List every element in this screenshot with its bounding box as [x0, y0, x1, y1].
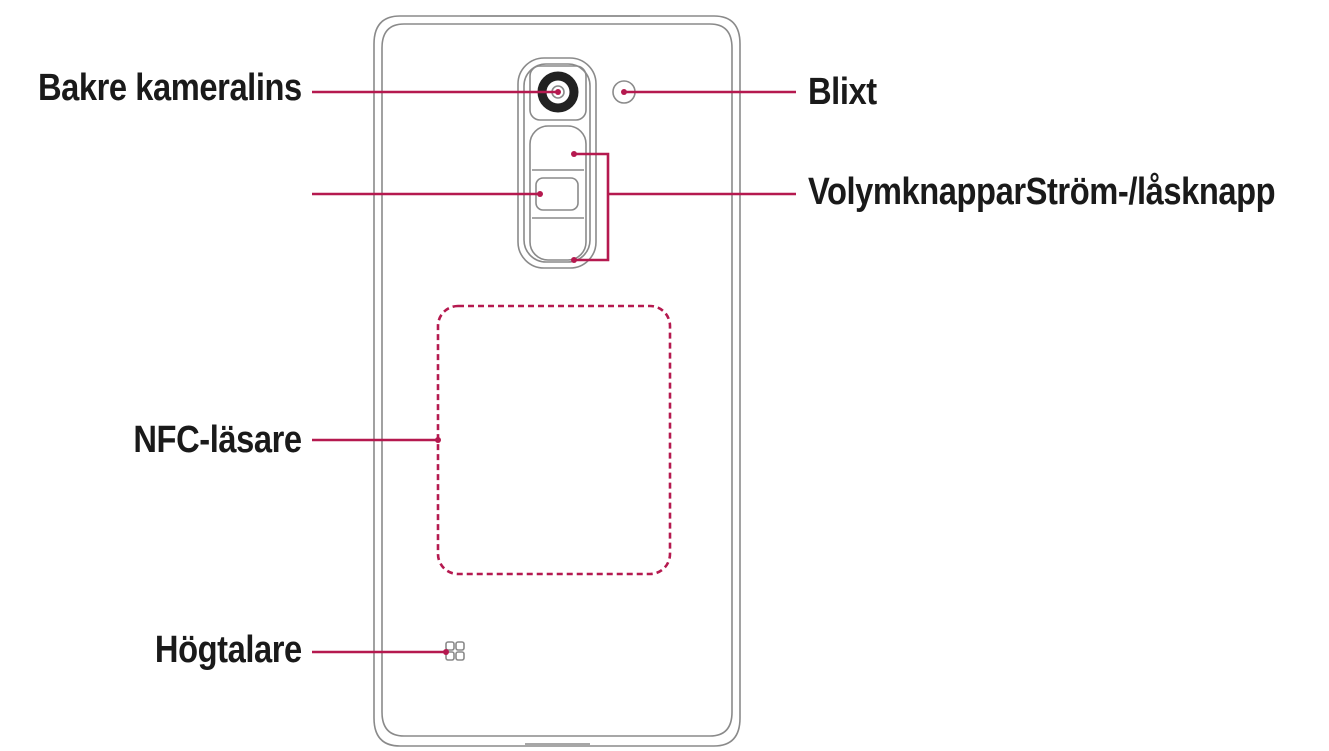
camera-module-housing: [517, 57, 597, 269]
speaker-grille-2: [455, 641, 465, 651]
callout-dot-volume-down: [571, 257, 577, 263]
label-flash: Blixt: [808, 71, 877, 113]
callout-dot-flash: [621, 89, 627, 95]
label-nfc: NFC-läsare: [133, 419, 303, 461]
callout-bracket-volume: [574, 152, 610, 262]
callout-lines: [312, 90, 796, 654]
speaker-grille-1: [445, 641, 455, 651]
phone-outer-outline: [373, 15, 741, 747]
callout-dot-nfc: [435, 437, 441, 443]
callout-dot-volume-up: [571, 151, 577, 157]
speaker-grille-3: [445, 651, 455, 661]
nfc-area: [436, 304, 672, 576]
callout-dots: [435, 89, 627, 655]
phone-inner-outline: [381, 23, 733, 737]
phone-body: [373, 15, 741, 747]
callout-dot-speaker: [443, 649, 449, 655]
speaker-icon: [445, 641, 465, 661]
camera-module-inner: [523, 63, 591, 263]
callout-dot-power: [537, 191, 543, 197]
label-speaker: Högtalare: [155, 629, 302, 671]
label-volume-power: VolymknapparStröm-/låsknapp: [808, 171, 1276, 213]
speaker-grille-4: [455, 651, 465, 661]
label-rear-camera: Bakre kameralins: [38, 67, 302, 109]
callout-dot-camera: [555, 89, 561, 95]
